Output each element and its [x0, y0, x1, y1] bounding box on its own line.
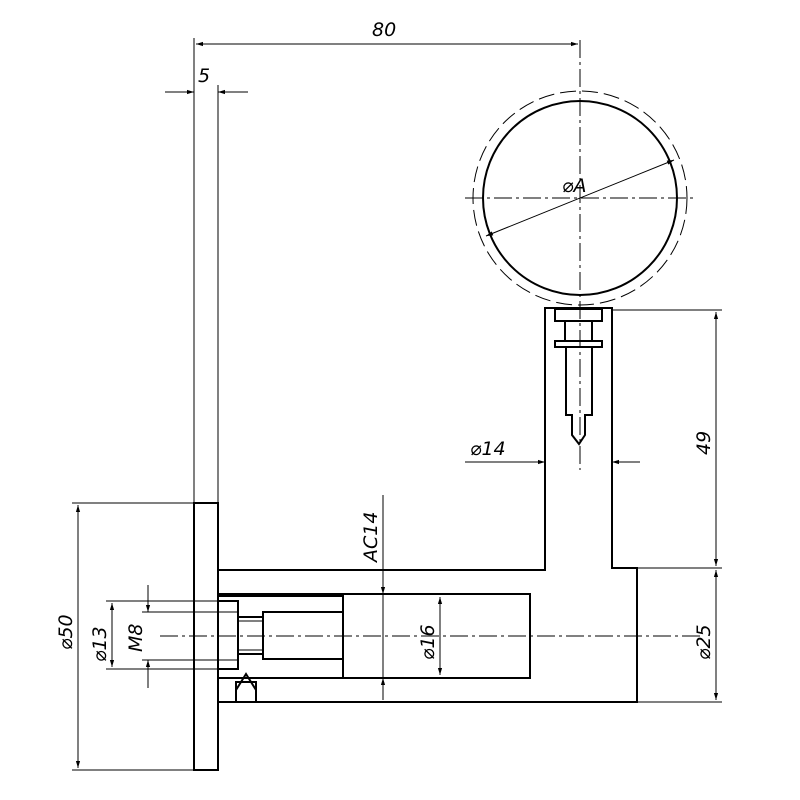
dim-plate-thickness: 5	[198, 65, 210, 87]
dim-screw-thread: M8	[125, 624, 147, 652]
dim-post-diameter: ⌀14	[470, 438, 506, 460]
plug-insert	[217, 595, 344, 679]
dim-arm-diameter: ⌀25	[693, 624, 715, 660]
dim-bore-diameter: ⌀16	[417, 624, 439, 660]
dim-rail-diameter: ⌀A	[562, 175, 586, 197]
dim-boss-diameter: ⌀13	[89, 626, 111, 662]
dim-post-height: 49	[693, 431, 715, 455]
dim-arm-thread: AC14	[360, 512, 382, 564]
dimensions	[72, 38, 722, 771]
post-screw	[554, 308, 603, 446]
centerlines	[160, 40, 700, 637]
dim-overall-reach: 80	[372, 19, 396, 41]
set-screw	[235, 672, 257, 703]
dim-plate-diameter: ⌀50	[55, 614, 77, 650]
